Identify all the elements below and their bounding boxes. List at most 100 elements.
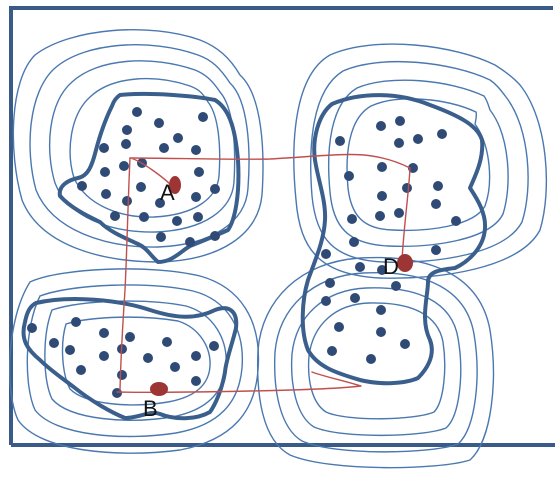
data-point xyxy=(451,216,461,226)
data-point xyxy=(139,212,149,222)
data-point xyxy=(119,161,129,171)
data-point xyxy=(99,328,109,338)
cluster-boundary-d xyxy=(300,93,488,386)
data-point xyxy=(431,245,441,255)
data-point xyxy=(400,339,410,349)
data-point xyxy=(376,327,386,337)
contour-line xyxy=(9,268,260,454)
site-b-marker xyxy=(150,382,168,396)
data-point xyxy=(49,338,59,348)
data-point xyxy=(391,281,401,291)
contour-line xyxy=(307,302,446,420)
data-point xyxy=(334,322,344,332)
site-d-marker xyxy=(397,254,413,272)
data-point xyxy=(191,192,201,202)
data-point xyxy=(325,278,335,288)
data-point xyxy=(437,129,447,139)
data-point xyxy=(125,332,135,342)
data-point xyxy=(99,351,109,361)
data-point xyxy=(155,198,165,208)
site-b-label: B xyxy=(143,396,158,421)
data-point xyxy=(377,191,387,201)
contour-line xyxy=(29,44,250,248)
data-point xyxy=(327,346,337,356)
contour-line xyxy=(328,79,509,247)
contour-line xyxy=(12,29,264,263)
data-point xyxy=(110,211,120,221)
data-point xyxy=(194,167,204,177)
site-d-label: D xyxy=(383,254,399,279)
data-point xyxy=(27,323,37,333)
points-cluster-b xyxy=(27,317,219,398)
data-point xyxy=(77,181,87,191)
contour-line xyxy=(26,284,244,438)
data-point xyxy=(394,138,404,148)
route-b-d xyxy=(116,371,362,394)
contour-line xyxy=(290,287,462,437)
site-a-marker xyxy=(169,176,181,194)
contour-line xyxy=(44,300,227,421)
contour-group-bottom-left xyxy=(9,268,260,454)
data-point xyxy=(431,199,441,209)
data-point xyxy=(65,345,75,355)
data-point xyxy=(394,208,404,218)
data-point xyxy=(366,354,376,364)
data-point xyxy=(350,293,360,303)
cluster-boundary-a xyxy=(57,91,241,264)
data-point xyxy=(191,376,201,386)
data-point xyxy=(395,116,405,126)
data-point xyxy=(344,171,354,181)
data-point xyxy=(377,265,387,275)
data-point xyxy=(413,134,423,144)
data-point xyxy=(154,118,164,128)
route-a-b xyxy=(119,157,131,391)
data-point xyxy=(122,125,132,135)
contour-line xyxy=(48,60,236,233)
contour-line xyxy=(346,98,491,232)
data-point xyxy=(76,365,86,375)
data-point xyxy=(162,337,172,347)
data-point xyxy=(210,184,220,194)
contour-line xyxy=(61,316,211,406)
data-point xyxy=(122,196,132,206)
data-point xyxy=(143,353,153,363)
data-point xyxy=(376,121,386,131)
points-cluster-a xyxy=(77,107,220,247)
contour-group-top-right xyxy=(293,43,547,279)
contour-line xyxy=(310,60,529,263)
data-point xyxy=(349,237,359,247)
data-point xyxy=(433,181,443,191)
data-point xyxy=(375,211,385,221)
data-point xyxy=(185,237,195,247)
data-point xyxy=(71,317,81,327)
site-d: D xyxy=(383,254,413,279)
contour-line xyxy=(256,256,495,469)
data-point xyxy=(377,162,387,172)
data-point xyxy=(117,370,127,380)
data-point xyxy=(402,183,412,193)
cluster-boundary-b xyxy=(21,297,239,421)
points-cluster-d xyxy=(321,116,461,364)
diagram-frame xyxy=(9,6,555,447)
data-point xyxy=(100,167,110,177)
data-point xyxy=(136,182,146,192)
data-point xyxy=(159,143,169,153)
data-point xyxy=(191,145,201,155)
data-point xyxy=(209,341,219,351)
data-point xyxy=(376,305,386,315)
data-point xyxy=(101,189,111,199)
data-point xyxy=(191,351,201,361)
data-point xyxy=(355,262,365,272)
data-point xyxy=(156,232,166,242)
route-a-d xyxy=(129,153,411,261)
data-point xyxy=(170,362,180,372)
site-a-label: A xyxy=(160,180,175,205)
site-b: B xyxy=(143,382,168,421)
contour-line xyxy=(273,271,478,453)
data-point xyxy=(99,143,109,153)
data-point xyxy=(112,388,122,398)
data-point xyxy=(321,296,331,306)
data-point xyxy=(321,249,331,259)
data-point xyxy=(335,136,345,146)
